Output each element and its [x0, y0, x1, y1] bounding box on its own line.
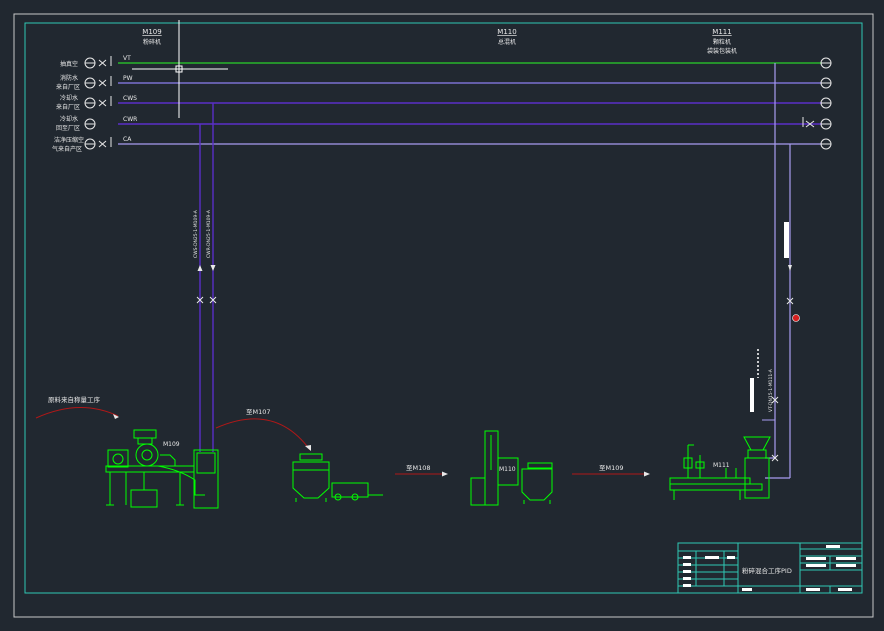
flow-arrow-down-icon — [210, 265, 216, 271]
inlet-ca-icon — [84, 137, 112, 150]
utility-name-ca-2: 气来自产区 — [52, 145, 82, 153]
flow-label-to-m107: 至M107 — [246, 408, 271, 416]
pipe-label-m111: VT-DN15-1-M111-A — [768, 368, 774, 412]
outlet-pw-icon — [820, 77, 832, 89]
flow-to-m107: 至M107 — [215, 408, 311, 451]
valve-m111-icon — [786, 297, 794, 305]
arrow-head-icon — [113, 414, 119, 419]
outlet-vt-icon — [820, 57, 832, 69]
header-m111-name-2: 袋装包装机 — [707, 47, 737, 55]
flow-label-to-m108: 至M108 — [406, 464, 431, 472]
inlet-cws-icon — [84, 96, 112, 109]
utility-code-cws: CWS — [123, 95, 137, 102]
utility-code-cwr: CWR — [123, 116, 137, 123]
cad-crosshair-cursor — [132, 20, 228, 118]
outer-border — [13, 13, 874, 618]
header-m111-id: M111 — [712, 28, 731, 36]
m109-cooling-branches: CWS-DN25-1-M109-A CWR-DN25-1-M109-A — [193, 103, 217, 452]
equipment-m110-mixer: M110 — [470, 430, 553, 506]
equipment-m109-crusher: M109 — [105, 429, 219, 509]
inlet-pw-icon — [84, 76, 112, 89]
utility-line-pw: 消防水 来自厂区 PW — [56, 74, 822, 91]
arrow-head-icon — [442, 471, 448, 477]
utility-code-ca: CA — [123, 136, 132, 143]
arrow-head-icon — [305, 445, 311, 451]
utility-code-pw: PW — [123, 75, 133, 82]
utility-outlet-symbols — [802, 57, 832, 150]
utility-line-ca: 洁净压缩空 气来自产区 CA — [52, 136, 822, 153]
title-block-fills — [683, 545, 856, 591]
flowmeter-icon — [784, 222, 789, 258]
outlet-cws-icon — [820, 97, 832, 109]
equipment-m109-tag: M109 — [163, 441, 180, 448]
flow-arrow-up-icon — [197, 265, 203, 271]
equipment-m111-tag: M111 — [713, 462, 730, 469]
utility-code-vt: VT — [123, 55, 131, 62]
flow-arrow-down-m111-icon — [788, 265, 792, 271]
drawing-title: 粉碎混合工序PID — [742, 566, 792, 575]
flow-label-source: 原料来自称量工序 — [48, 395, 101, 404]
utility-name-pw-1: 消防水 — [60, 74, 78, 82]
utility-name-ca-1: 洁净压缩空 — [54, 136, 84, 144]
m111-utility-branches: VT-DN15-1-M111-A — [750, 63, 800, 479]
utility-name-vt: 抽真空 — [60, 60, 78, 68]
outlet-cwr-icon — [802, 117, 832, 130]
inlet-vt-icon — [84, 56, 112, 69]
equipment-m107-bin — [292, 453, 383, 502]
utility-line-vt: 抽真空 VT — [60, 55, 822, 68]
arrow-head-icon — [644, 471, 650, 477]
valve-m111-lower-icon — [771, 396, 779, 462]
equipment-m111-granulator: M111 — [669, 436, 771, 500]
flow-to-m108: 至M108 — [395, 464, 448, 477]
drawing-frame — [24, 22, 863, 594]
equipment-m110-tag: M110 — [499, 466, 516, 473]
utility-inlet-symbols — [84, 56, 112, 150]
header-m111: M111 颗粒机 袋装包装机 — [707, 28, 737, 55]
flow-label-to-m109: 至M109 — [599, 464, 624, 472]
header-m110: M110 总混机 — [497, 28, 516, 46]
utility-name-cws-1: 冷却水 — [60, 94, 78, 102]
header-m109: M109 粉碎机 — [142, 28, 161, 46]
utility-name-cwr-1: 冷却水 — [60, 115, 78, 123]
utility-line-cws: 冷却水 来自厂区 CWS — [56, 94, 822, 111]
header-m110-id: M110 — [497, 28, 516, 36]
instrument-bar-icon — [750, 378, 754, 412]
header-m109-id: M109 — [142, 28, 161, 36]
valve-left-icon — [196, 296, 204, 304]
flow-source: 原料来自称量工序 — [35, 395, 119, 419]
utility-line-cwr: 冷却水 回至厂区 CWR — [56, 115, 822, 132]
header-m110-name: 总混机 — [498, 38, 516, 46]
alarm-indicator-icon — [792, 314, 800, 322]
inlet-cwr-icon — [84, 118, 96, 130]
pipe-label-left: CWS-DN25-1-M109-A — [193, 209, 199, 258]
header-m111-name-1: 颗粒机 — [713, 38, 731, 46]
header-m109-name: 粉碎机 — [143, 38, 161, 46]
utility-name-cwr-2: 回至厂区 — [56, 125, 80, 132]
outlet-ca-icon — [820, 138, 832, 150]
utility-name-cws-2: 来自厂区 — [56, 103, 80, 111]
flow-to-m109: 至M109 — [572, 464, 650, 477]
utility-name-pw-2: 来自厂区 — [56, 83, 80, 91]
pipe-label-right: CWR-DN25-1-M109-A — [206, 209, 212, 258]
valve-right-icon — [209, 296, 217, 304]
